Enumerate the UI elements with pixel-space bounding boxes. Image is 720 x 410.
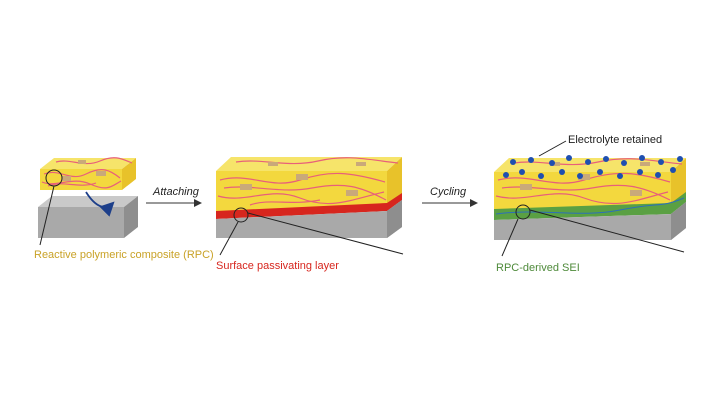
electrolyte-dots [503,155,683,179]
passivating-highlight-circle [233,207,249,223]
sei-zoom-line [529,209,685,253]
rpc-particles [62,160,106,181]
composite-particles-2 [240,162,366,196]
passivating-layer [216,193,402,219]
substrate-block-1 [38,196,138,238]
sei-highlight-circle [515,204,531,220]
panel-1-initial [38,157,138,246]
step-attaching-label: Attaching [153,186,199,198]
panel-3-cycled [494,140,686,257]
sei-label: RPC-derived SEI [496,262,580,274]
rpc-pointer-line [39,185,55,246]
composite-particles-3 [520,162,650,196]
rpc-label: Reactive polymeric composite (RPC) [34,249,214,261]
rpc-fibers [41,157,133,189]
attach-curved-arrow [85,191,115,217]
electrolyte-retained-label: Electrolyte retained [568,134,663,146]
sei-pointer-line [501,218,519,257]
passivating-pointer-line [219,221,239,256]
panel-2-attached [216,157,404,256]
passivating-label: Surface passivating layer [216,260,339,272]
step-cycling-label: Cycling [430,186,467,198]
passivating-zoom-line [247,212,404,255]
retained-pointer-line [538,140,567,157]
rpc-slab [40,157,136,190]
